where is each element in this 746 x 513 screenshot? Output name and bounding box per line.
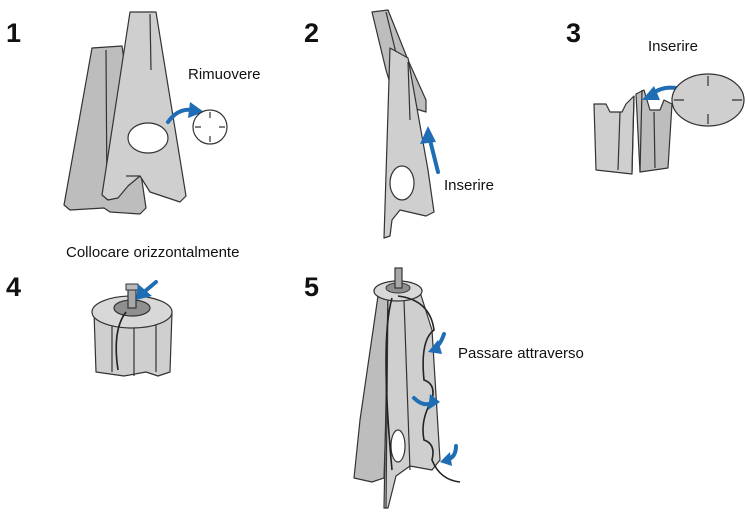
step-5-number: 5 [304,272,319,302]
step-3-label: Inserire [648,38,698,55]
step1-removed-disc [193,110,227,144]
step3-disc [672,74,744,126]
step2-insert-arrow [420,126,436,144]
step-2: 2 Inserire [304,10,494,238]
step-2-label: Inserire [444,177,494,194]
step-3: 3 Inserire [566,18,744,174]
step-5-label: Passare attraverso [458,345,584,362]
step-3-number: 3 [566,18,581,48]
step-1: 1 Rimuovere [6,12,261,214]
step-1-label: Rimuovere [188,66,261,83]
step3-stand-left [594,96,634,174]
step5-arrow-3 [440,452,452,466]
step-5: 5 Passare attraverso [304,268,584,508]
step-4-label: Collocare orizzontalmente [66,244,239,261]
step1-hole [128,123,168,153]
step-4-number: 4 [6,272,21,302]
step-4: Collocare orizzontalmente 4 [6,244,239,376]
step2-hole [390,166,414,200]
step-1-number: 1 [6,18,21,48]
step-2-number: 2 [304,18,319,48]
